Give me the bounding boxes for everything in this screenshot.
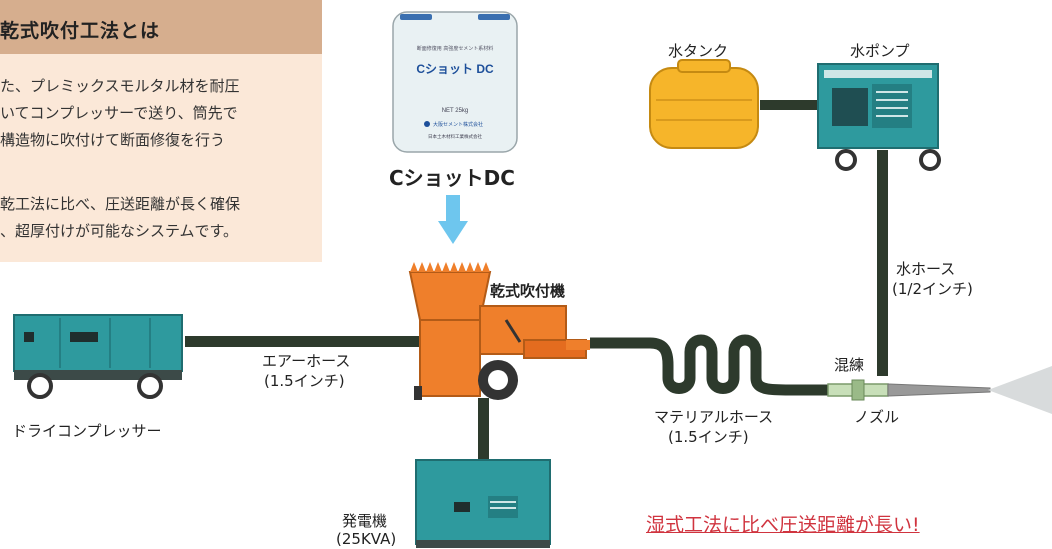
generator-spec-label: (25KVA) bbox=[336, 530, 397, 548]
cement-bag: Cショット DC 断面修復用 高強度セメント系材料 NET 25kg 大阪セメン… bbox=[392, 11, 518, 153]
info-box-line: 構造物に吹付けて断面修復を行う bbox=[0, 131, 226, 149]
dry-sprayer-icon bbox=[408, 262, 590, 400]
info-box-header bbox=[0, 0, 322, 54]
material-hose-label: マテリアルホース bbox=[654, 408, 774, 426]
bag-small-top: 断面修復用 高強度セメント系材料 bbox=[417, 45, 494, 52]
bag-weight: NET 25kg bbox=[442, 108, 469, 114]
nozzle-label: ノズル bbox=[854, 408, 900, 426]
water-pump-label: 水ポンプ bbox=[850, 42, 910, 60]
nozzle-icon bbox=[827, 379, 991, 401]
dry-sprayer-label: 乾式吹付機 bbox=[490, 282, 566, 300]
bag-brand: Cショット DC bbox=[416, 62, 494, 76]
mixing-label: 混練 bbox=[834, 356, 865, 374]
product-label: CショットDC bbox=[389, 166, 515, 190]
spray-cone-icon bbox=[988, 366, 1052, 414]
water-pump-icon bbox=[817, 63, 941, 171]
info-box-line: 、超厚付けが可能なシステムです。 bbox=[0, 222, 239, 240]
generator-cable bbox=[478, 398, 489, 460]
generator-name-label: 発電機 bbox=[342, 512, 388, 530]
air-hose-label: エアーホース bbox=[262, 352, 351, 370]
down-arrow-icon bbox=[438, 195, 468, 244]
info-box-line: 乾工法に比べ、圧送距離が長く確保 bbox=[0, 195, 241, 213]
water-tank-label: 水タンク bbox=[668, 42, 729, 60]
water-hose-size: (1/2インチ) bbox=[892, 280, 973, 298]
water-hose-label: 水ホース bbox=[896, 260, 956, 278]
water-tank-icon bbox=[649, 59, 759, 149]
material-hose-size: (1.5インチ) bbox=[668, 428, 749, 446]
compressor-label: ドライコンプレッサー bbox=[12, 422, 162, 440]
compressor-icon bbox=[13, 314, 183, 399]
air-hose-size: (1.5インチ) bbox=[264, 372, 345, 390]
generator-icon bbox=[415, 459, 551, 548]
bag-footer: 日本土木材料工業株式会社 bbox=[428, 133, 482, 140]
info-box-line: た、プレミックスモルタル材を耐圧 bbox=[0, 77, 240, 95]
info-box-line: いてコンプレッサーで送り、筒先で bbox=[0, 104, 238, 122]
material-hose bbox=[590, 334, 830, 396]
highlight-text: 湿式工法に比べ圧送距離が長い! bbox=[646, 514, 920, 536]
tank-pump-link bbox=[760, 100, 818, 110]
bag-maker: 大阪セメント株式会社 bbox=[433, 121, 483, 128]
air-hose bbox=[185, 336, 425, 347]
info-box-title: 乾式吹付工法とは bbox=[0, 20, 161, 42]
water-hose bbox=[877, 150, 888, 376]
